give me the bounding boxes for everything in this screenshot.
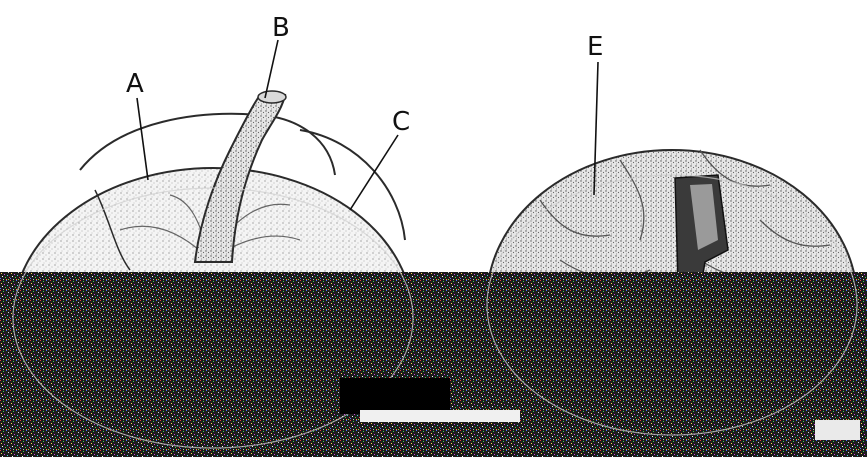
label-e: E	[587, 32, 603, 62]
label-a: A	[126, 69, 144, 99]
noise-region	[0, 272, 867, 457]
corner-artifact	[815, 420, 860, 440]
membrane-fold-a	[80, 114, 335, 175]
label-b: B	[272, 13, 290, 43]
leader-b	[265, 40, 278, 98]
white-artifact	[360, 410, 520, 422]
leader-a	[137, 98, 148, 180]
black-artifact	[340, 378, 450, 414]
cord-end	[258, 91, 286, 103]
leader-c	[350, 135, 398, 210]
label-c: C	[392, 107, 410, 137]
